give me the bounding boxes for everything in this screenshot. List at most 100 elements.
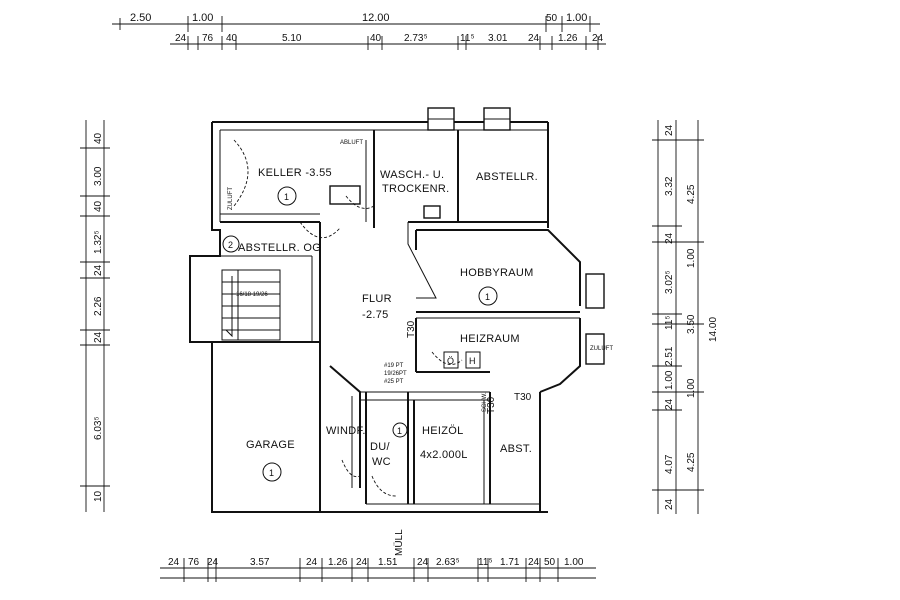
fire-door-t30: T30	[486, 396, 497, 414]
dim-top-12-00: 12.00	[362, 12, 390, 24]
room-duwc-line2: WC	[372, 456, 391, 468]
room-heizraum: HEIZRAUM	[460, 333, 520, 345]
room-abstellr: ABSTELLR.	[476, 171, 538, 183]
note-stair-1: #19 PT	[384, 363, 404, 369]
dim-top-seg: 11⁵	[460, 33, 475, 44]
dim-left-seg: 24	[93, 264, 104, 276]
dim-top-seg: 76	[202, 33, 214, 44]
doors	[233, 139, 463, 497]
dim-top-seg: 2.73⁵	[404, 33, 428, 44]
dim-bottom-seg: 1.71	[500, 557, 520, 568]
dim-right-seg: 3.02⁵	[664, 270, 675, 294]
dim-left-seg: 6.03⁵	[93, 416, 104, 440]
bottom-dimension-chain: 24 76 24 3.57 24 1.26 24 1.51 24 2.63⁵ 1…	[160, 557, 596, 582]
room-number-keller: 1	[284, 192, 289, 202]
room-hobbyraum: HOBBYRAUM	[460, 267, 534, 279]
dim-top-50: 50	[546, 13, 558, 24]
note-muell: MÜLL	[393, 529, 405, 556]
dim-right-seg: 4.07	[664, 454, 675, 474]
fire-door-t30: T30	[514, 392, 532, 403]
dim-top-1-00b: 1.00	[566, 12, 587, 24]
dim-bottom-seg: 24	[356, 557, 368, 568]
note-zuluft: ZULUFT	[590, 346, 613, 352]
left-dimension-chain: 40 3.00 40 1.32⁵ 24 2.26 24 6.03⁵ 10	[80, 120, 110, 512]
dim-top-seg: 24	[592, 33, 604, 44]
dim-right-total: 14.00	[708, 317, 719, 342]
note-zuluft: ZULUFT	[228, 187, 234, 210]
dim-top-seg: 40	[370, 33, 382, 44]
dim-bottom-seg: 50	[544, 557, 556, 568]
dim-bottom-seg: 24	[528, 557, 540, 568]
room-wasch-line2: TROCKENR.	[382, 183, 449, 195]
building-walls	[189, 107, 605, 513]
fire-door-t30: T30	[406, 320, 417, 338]
dim-bottom-seg: 24	[207, 557, 219, 568]
dim-bottom-seg: 24	[417, 557, 429, 568]
dim-top-1-00: 1.00	[192, 12, 213, 24]
dim-bottom-seg: 11⁵	[478, 557, 493, 568]
room-abstellr-og: ABSTELLR. OG	[238, 242, 321, 254]
room-markers: 1 2 1 1 1 Ö H T30 T30 T30	[222, 186, 532, 482]
dim-left-seg: 3.00	[93, 166, 104, 186]
dim-right-seg: 1.00	[664, 370, 675, 390]
dim-top-2-50: 2.50	[130, 12, 151, 24]
room-heizoel-line1: HEIZÖL	[422, 425, 464, 437]
note-stairs: 16/18 19/26	[236, 292, 268, 298]
room-labels: KELLER -3.55 WASCH.- U. TROCKENR. ABSTEL…	[238, 167, 538, 468]
room-wasch-line1: WASCH.- U.	[380, 169, 444, 181]
dim-right-outer: 3.50	[686, 314, 697, 334]
room-flur-line1: FLUR	[362, 293, 392, 305]
dim-left-seg: 40	[93, 132, 104, 144]
dim-right-outer: 4.25	[686, 452, 697, 472]
dim-bottom-seg: 1.26	[328, 557, 348, 568]
dim-right-seg: 2.51	[664, 346, 675, 366]
note-schwelle: SCHW.	[482, 392, 488, 412]
dim-top-seg: 40	[226, 33, 238, 44]
dim-bottom-seg: 2.63⁵	[436, 557, 460, 568]
dim-right-outer: 1.00	[686, 248, 697, 268]
heater-symbol: H	[469, 356, 476, 366]
dim-left-seg: 40	[93, 200, 104, 212]
dim-top-seg: 5.10	[282, 33, 302, 44]
room-duwc-line1: DU/	[370, 441, 390, 453]
note-abluft: ABLUFT	[340, 140, 363, 146]
note-stair-3: #25 PT	[384, 379, 404, 385]
right-dimension-chain: 24 3.32 24 3.02⁵ 11⁵ 2.51 1.00 24 4.07 2…	[652, 120, 719, 514]
room-number-hobbyraum: 1	[485, 292, 490, 302]
dim-right-seg: 24	[664, 498, 675, 510]
dim-right-seg: 11⁵	[664, 315, 675, 330]
dim-top-seg: 24	[528, 33, 540, 44]
dim-bottom-seg: 3.57	[250, 557, 270, 568]
dim-left-seg: 1.32⁵	[93, 230, 104, 254]
room-number-abstellr-og: 2	[228, 240, 233, 250]
dim-right-outer: 1.00	[686, 378, 697, 398]
room-garage: GARAGE	[246, 439, 295, 451]
top-dimension-chain: 2.50 1.00 12.00 50 1.00 24 76 40 5.10 40…	[112, 12, 606, 50]
dim-right-seg: 24	[664, 124, 675, 136]
room-heizoel-line2: 4x2.000L	[420, 449, 468, 461]
room-windfang: WINDF.	[326, 425, 366, 437]
dim-top-seg: 24	[175, 33, 187, 44]
dim-right-seg: 3.32	[664, 176, 675, 196]
dim-top-seg: 3.01	[488, 33, 508, 44]
dim-top-seg: 1.26	[558, 33, 578, 44]
dim-left-seg: 2.26	[93, 296, 104, 316]
dim-bottom-seg: 1.00	[564, 557, 584, 568]
dim-right-outer: 4.25	[686, 184, 697, 204]
dim-bottom-seg: 24	[168, 557, 180, 568]
dim-right-seg: 24	[664, 398, 675, 410]
note-stair-2: 19/26PT	[384, 371, 407, 377]
oil-tank-symbol: Ö	[447, 356, 454, 366]
room-abst: ABST.	[500, 443, 532, 455]
dim-bottom-seg: 1.51	[378, 557, 398, 568]
room-flur-line2: -2.75	[362, 309, 389, 321]
dim-left-seg: 10	[93, 490, 104, 502]
dim-left-seg: 24	[93, 331, 104, 343]
dim-right-seg: 24	[664, 232, 675, 244]
dim-bottom-seg: 24	[306, 557, 318, 568]
staircase	[221, 269, 281, 341]
room-number-garage: 1	[269, 468, 274, 478]
dim-bottom-seg: 76	[188, 557, 200, 568]
room-keller: KELLER -3.55	[258, 167, 332, 179]
